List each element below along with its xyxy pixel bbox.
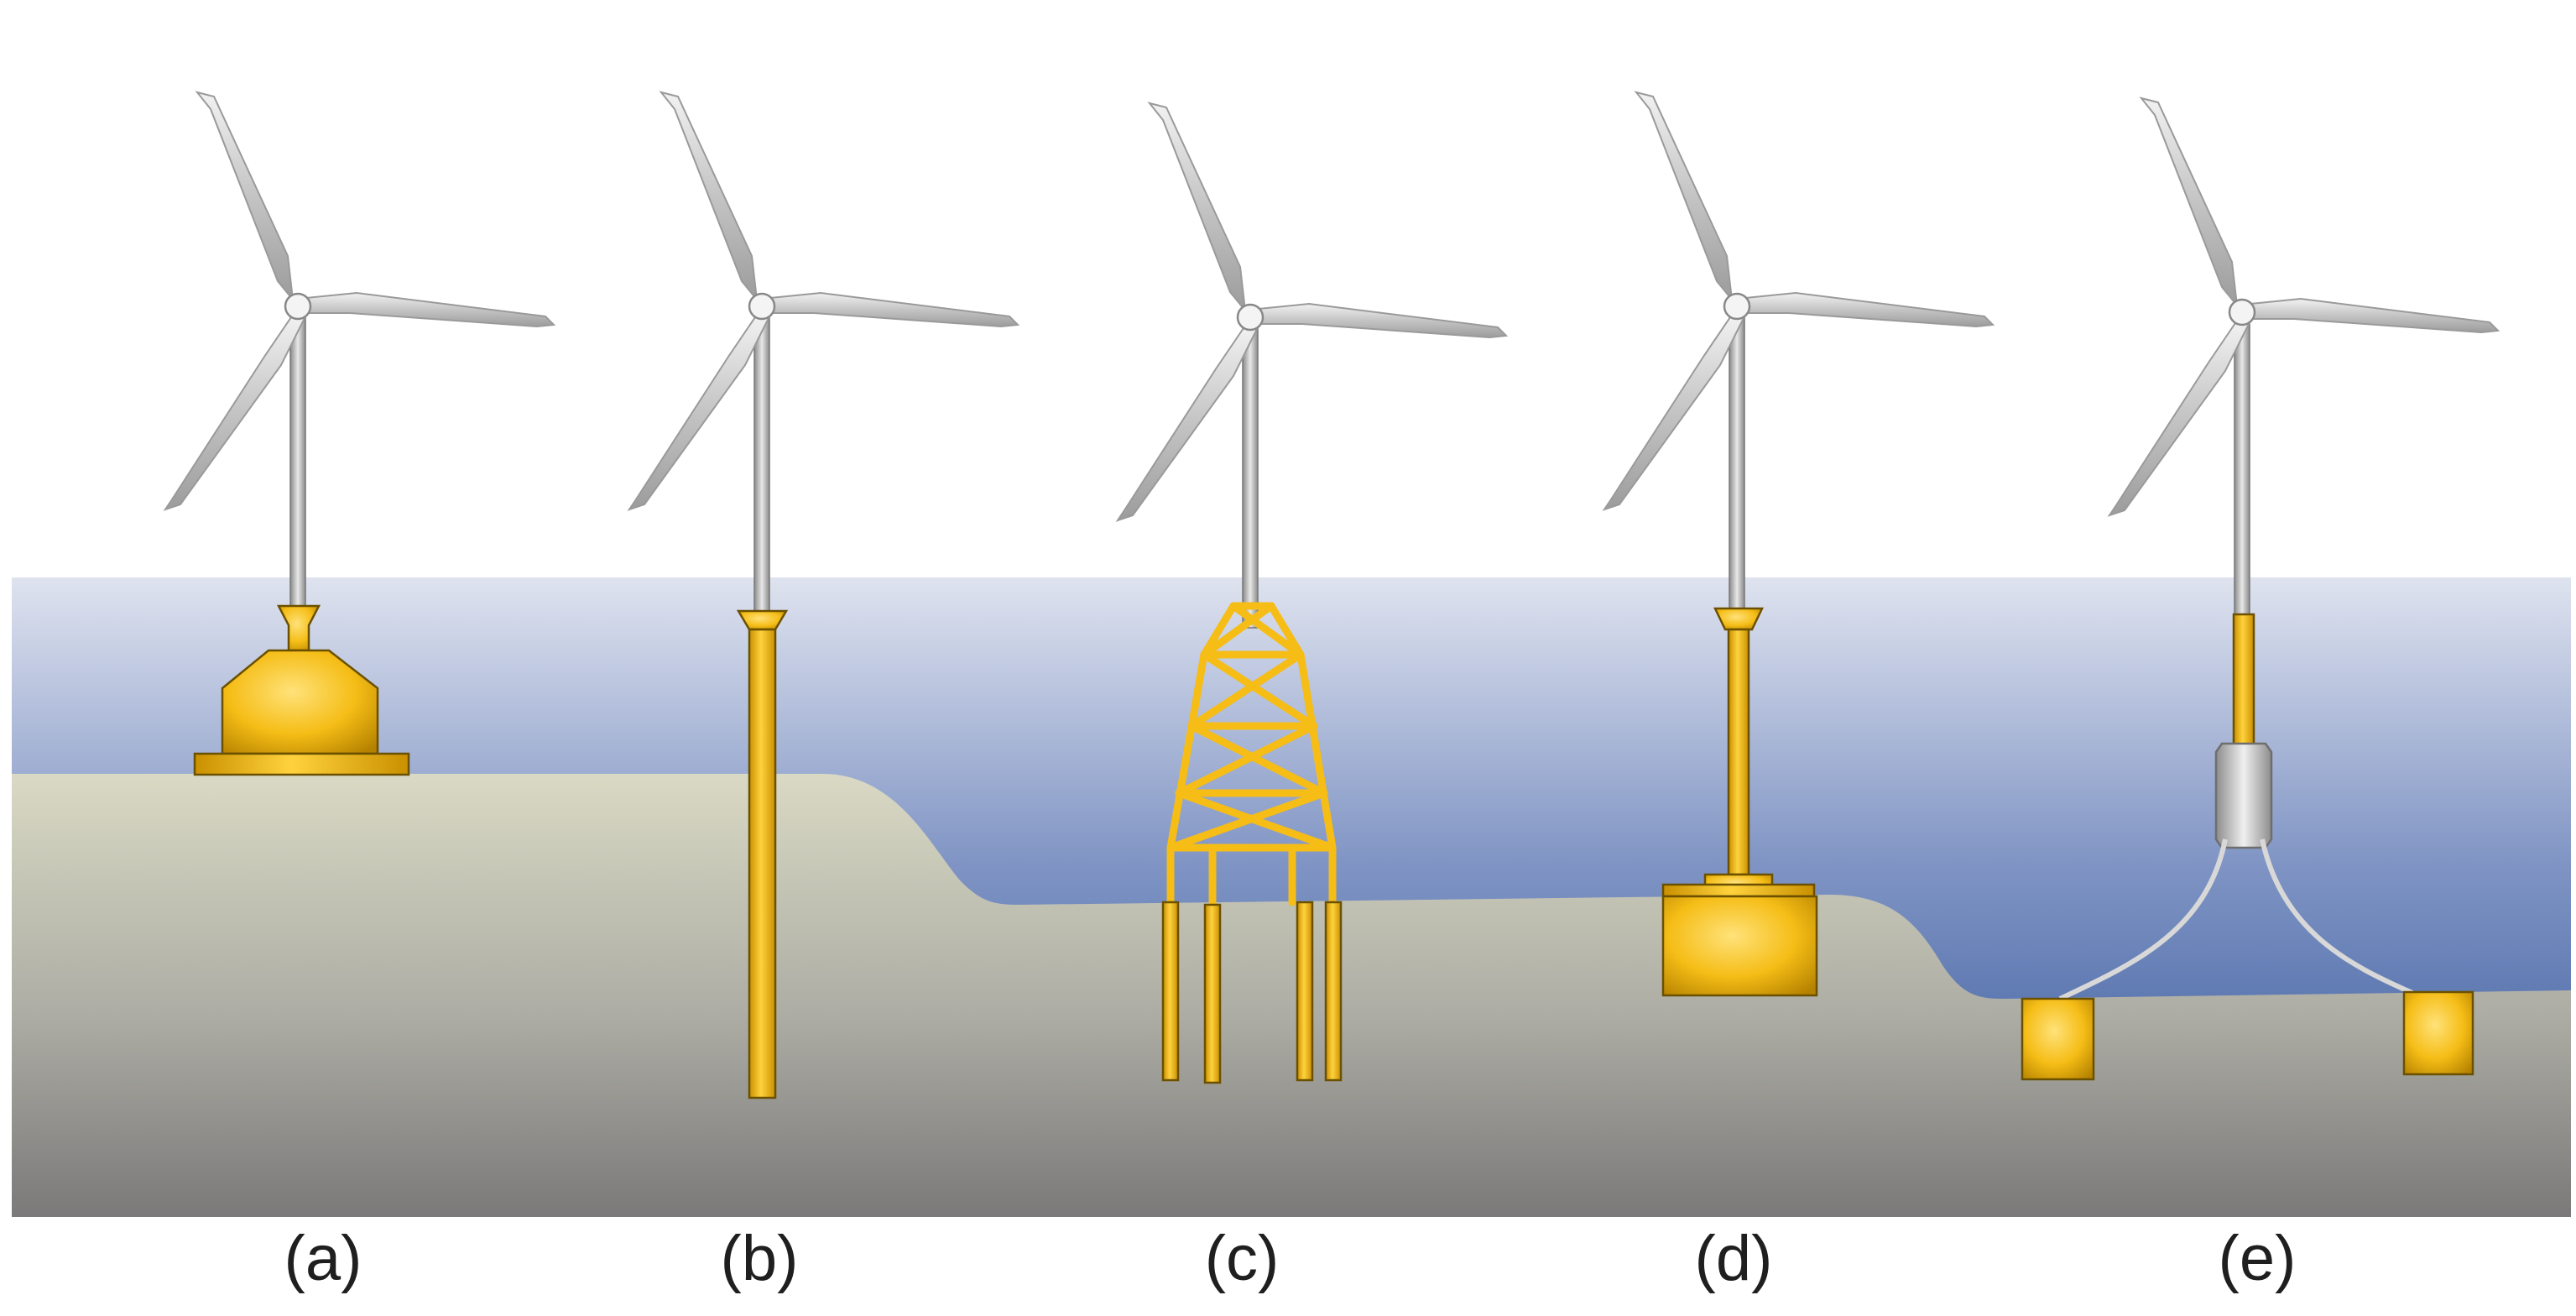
mooring-line-left	[2058, 838, 2228, 1001]
panel-a-gravity-base	[164, 91, 555, 776]
jacket-frame	[1166, 602, 1337, 906]
panel-label-d: (d)	[1695, 1223, 1773, 1294]
jacket-pile-1	[1161, 901, 1180, 1082]
bucket-column	[1727, 628, 1750, 876]
bucket-transition	[1713, 607, 1764, 631]
anchor-right	[2402, 990, 2474, 1076]
gravity-base-footing	[193, 752, 410, 776]
panel-label-c: (c)	[1205, 1223, 1280, 1294]
panel-label-a: (a)	[284, 1223, 362, 1294]
seabed	[12, 774, 2571, 1217]
jacket-pile-2	[1203, 903, 1222, 1084]
monopile	[748, 628, 777, 1099]
floating-column	[2232, 613, 2255, 746]
panel-label-e: (e)	[2219, 1223, 2297, 1294]
panel-d-suction-bucket	[1603, 91, 1995, 997]
panel-e-floating	[2021, 97, 2500, 1081]
panel-label-b: (b)	[721, 1223, 799, 1294]
bucket-lid	[1661, 883, 1816, 898]
jacket-pile-3	[1296, 901, 1314, 1082]
mooring-line-right	[2260, 838, 2414, 995]
jacket-pile-4	[1324, 901, 1343, 1082]
buoyancy-float	[2214, 742, 2273, 849]
anchor-left	[2021, 997, 2095, 1081]
panel-c-jacket	[1116, 102, 1508, 1084]
panel-b-monopile	[628, 91, 1019, 1099]
suction-bucket	[1661, 895, 1818, 997]
